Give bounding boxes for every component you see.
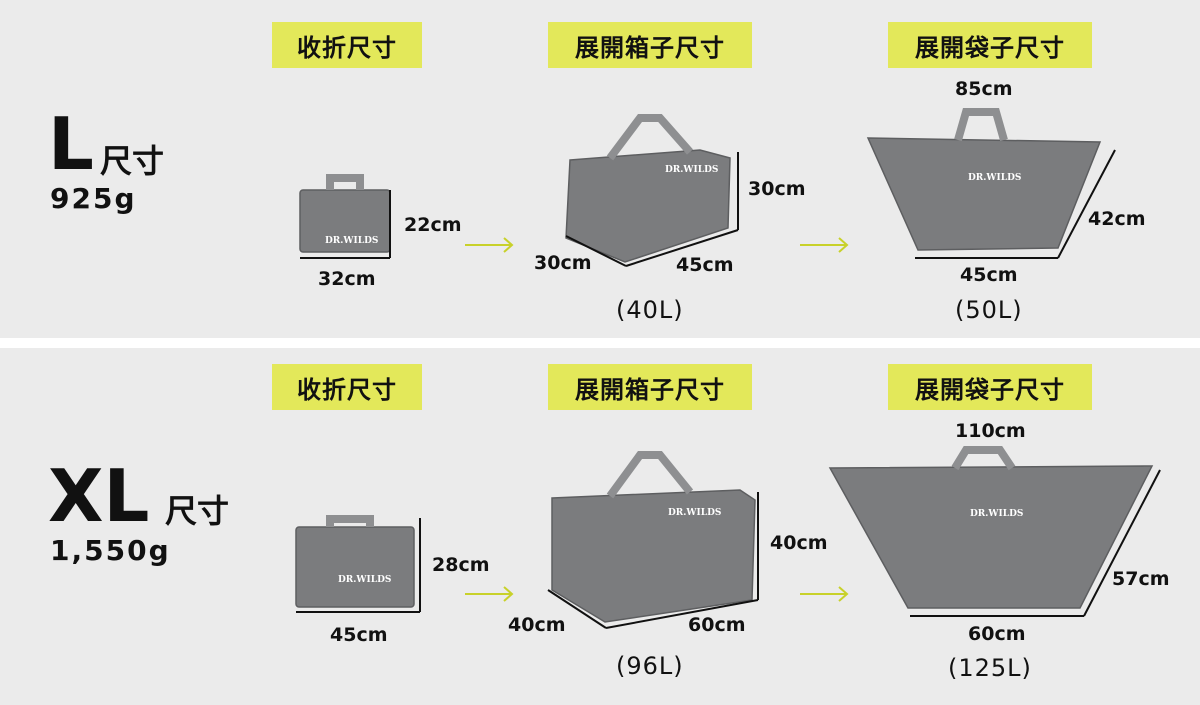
dim-folded-height: 28cm xyxy=(432,554,490,576)
dim-bag-width: 60cm xyxy=(968,623,1026,645)
size-name: L xyxy=(48,102,94,186)
dim-folded-width: 45cm xyxy=(330,624,388,646)
dimension-lines xyxy=(296,149,1161,629)
brand-logo: DR.WILDS xyxy=(668,508,721,518)
size-name: XL xyxy=(48,454,150,538)
dim-bag-height: 42cm xyxy=(1088,208,1146,230)
xl-folded-bag xyxy=(295,526,415,608)
arrow-icons xyxy=(465,237,849,602)
dim-folded-height: 22cm xyxy=(404,214,462,236)
section-divider xyxy=(0,338,1200,348)
l-box-bag xyxy=(565,149,731,263)
tag-box-size: 展開箱子尺寸 xyxy=(548,22,752,68)
dim-folded-width: 32cm xyxy=(318,268,376,290)
size-weight: 1,550g xyxy=(50,534,171,567)
dim-box-width: 45cm xyxy=(676,254,734,276)
brand-logo: DR.WILDS xyxy=(665,165,718,175)
box-volume: (40L) xyxy=(616,296,684,324)
tag-bag-size: 展開袋子尺寸 xyxy=(888,364,1092,410)
dim-bag-top: 110cm xyxy=(955,420,1026,442)
dim-bag-top: 85cm xyxy=(955,78,1013,100)
brand-logo: DR.WILDS xyxy=(325,236,378,246)
l-box-handle xyxy=(606,114,693,161)
box-volume: (96L) xyxy=(616,652,684,680)
size-unit: 尺寸 xyxy=(165,492,230,530)
size-weight: 925g xyxy=(50,182,137,215)
tag-box-size: 展開箱子尺寸 xyxy=(548,364,752,410)
brand-logo: DR.WILDS xyxy=(338,575,391,585)
bag-volume: (50L) xyxy=(955,296,1023,324)
brand-logo: DR.WILDS xyxy=(970,509,1023,519)
l-bag-handle xyxy=(954,108,1008,142)
dim-box-height: 30cm xyxy=(748,178,806,200)
l-open-bag xyxy=(866,137,1102,251)
brand-logo: DR.WILDS xyxy=(968,173,1021,183)
dim-bag-height: 57cm xyxy=(1112,568,1170,590)
xl-open-bag xyxy=(828,465,1154,609)
tag-folded-size: 收折尺寸 xyxy=(272,22,422,68)
dim-bag-width: 45cm xyxy=(960,264,1018,286)
bag-volume: (125L) xyxy=(948,654,1032,682)
tag-folded-size: 收折尺寸 xyxy=(272,364,422,410)
xl-folded-handle xyxy=(326,515,374,527)
tag-bag-size: 展開袋子尺寸 xyxy=(888,22,1092,68)
xl-bag-handle xyxy=(951,446,1016,471)
xl-box-bag xyxy=(551,489,756,623)
dim-box-depth: 40cm xyxy=(508,614,566,636)
l-folded-handle xyxy=(326,174,364,190)
xl-box-handle xyxy=(606,451,694,499)
dim-box-depth: 30cm xyxy=(534,252,592,274)
size-unit: 尺寸 xyxy=(100,142,165,180)
dim-box-height: 40cm xyxy=(770,532,828,554)
dim-box-width: 60cm xyxy=(688,614,746,636)
